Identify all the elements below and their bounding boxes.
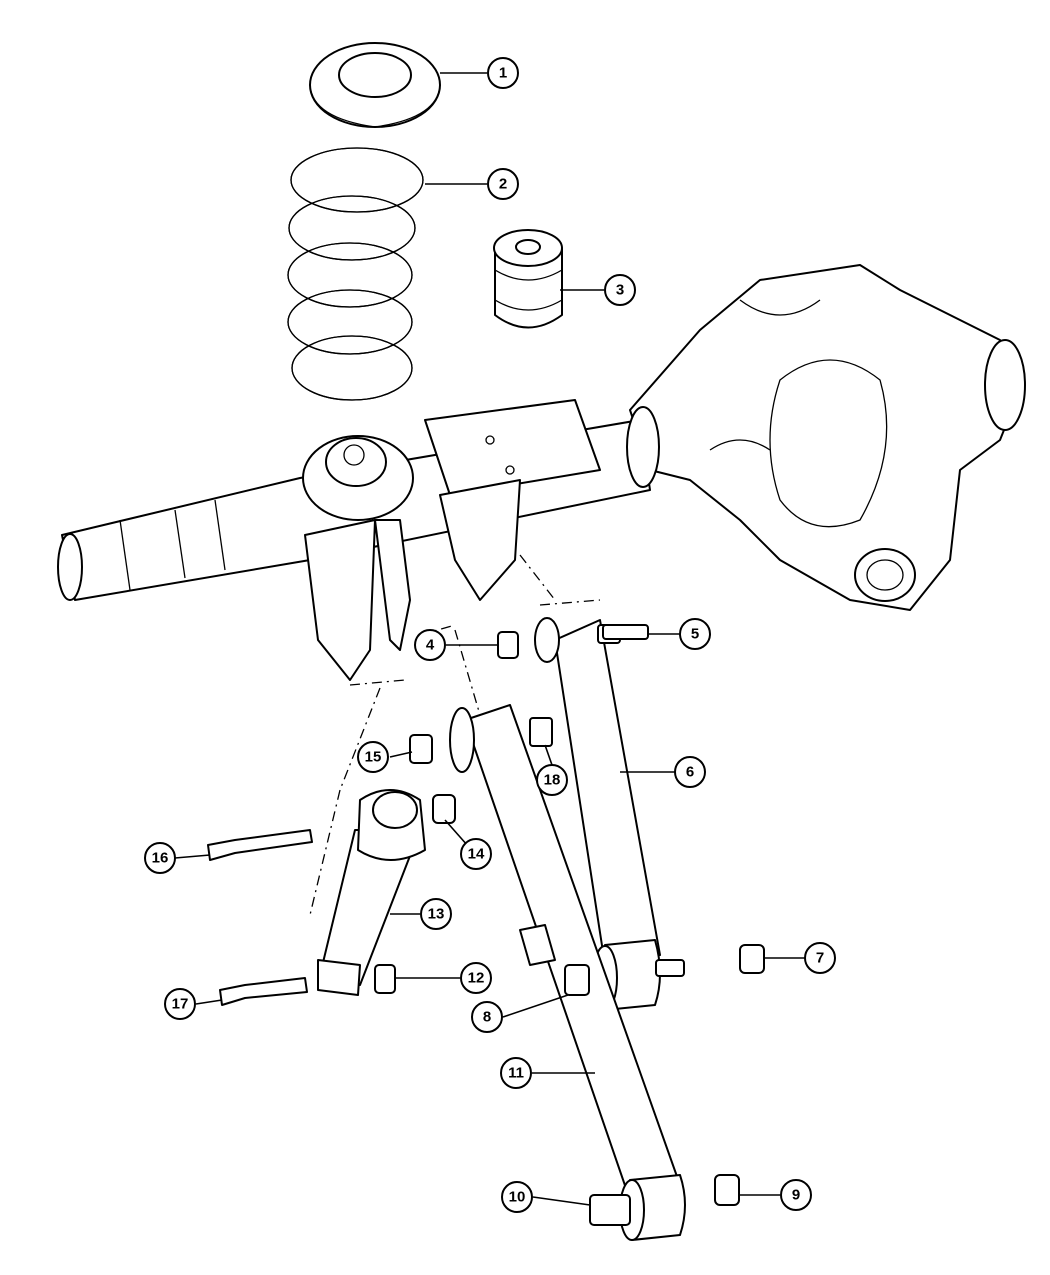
callout-13-label: 13 — [428, 906, 445, 923]
callout-6-label: 6 — [686, 764, 694, 781]
callout-7: 7 — [804, 942, 836, 974]
callout-17: 17 — [164, 988, 196, 1020]
callout-18-label: 18 — [544, 772, 561, 789]
leader-lines — [174, 72, 805, 1206]
lower-control-arm-illustration — [449, 704, 686, 1241]
callout-12: 12 — [460, 962, 492, 994]
callout-4: 4 — [414, 629, 446, 661]
callout-15: 15 — [357, 741, 389, 773]
callout-16-label: 16 — [152, 850, 169, 867]
callout-9-label: 9 — [792, 1187, 800, 1204]
callout-8: 8 — [471, 1001, 503, 1033]
jounce-bumper-illustration — [493, 229, 563, 329]
fasteners-illustration — [207, 624, 765, 1226]
callout-17-label: 17 — [172, 996, 189, 1013]
spring-isolator-illustration — [309, 42, 441, 128]
shock-absorber-illustration — [317, 789, 426, 996]
callout-3: 3 — [604, 274, 636, 306]
callout-18: 18 — [536, 764, 568, 796]
alignment-lines — [309, 554, 601, 916]
callout-11: 11 — [500, 1057, 532, 1089]
callout-14-label: 14 — [468, 846, 485, 863]
callout-3-label: 3 — [616, 282, 624, 299]
callout-7-label: 7 — [816, 950, 824, 967]
callout-2: 2 — [487, 168, 519, 200]
callout-6: 6 — [674, 756, 706, 788]
rear-axle-housing-illustration — [57, 264, 1026, 681]
callout-10: 10 — [501, 1181, 533, 1213]
callout-5: 5 — [679, 618, 711, 650]
callout-8-label: 8 — [483, 1009, 491, 1026]
callout-14: 14 — [460, 838, 492, 870]
callout-10-label: 10 — [509, 1189, 526, 1206]
callout-16: 16 — [144, 842, 176, 874]
coil-spring-illustration — [287, 147, 424, 401]
callout-13: 13 — [420, 898, 452, 930]
callout-2-label: 2 — [499, 176, 507, 193]
callout-12-label: 12 — [468, 970, 485, 987]
callout-15-label: 15 — [365, 749, 382, 766]
callout-11-label: 11 — [508, 1065, 524, 1082]
callout-5-label: 5 — [691, 626, 699, 643]
callout-1-label: 1 — [499, 65, 507, 82]
callout-9: 9 — [780, 1179, 812, 1211]
callout-4-label: 4 — [426, 637, 435, 654]
callout-1: 1 — [487, 57, 519, 89]
